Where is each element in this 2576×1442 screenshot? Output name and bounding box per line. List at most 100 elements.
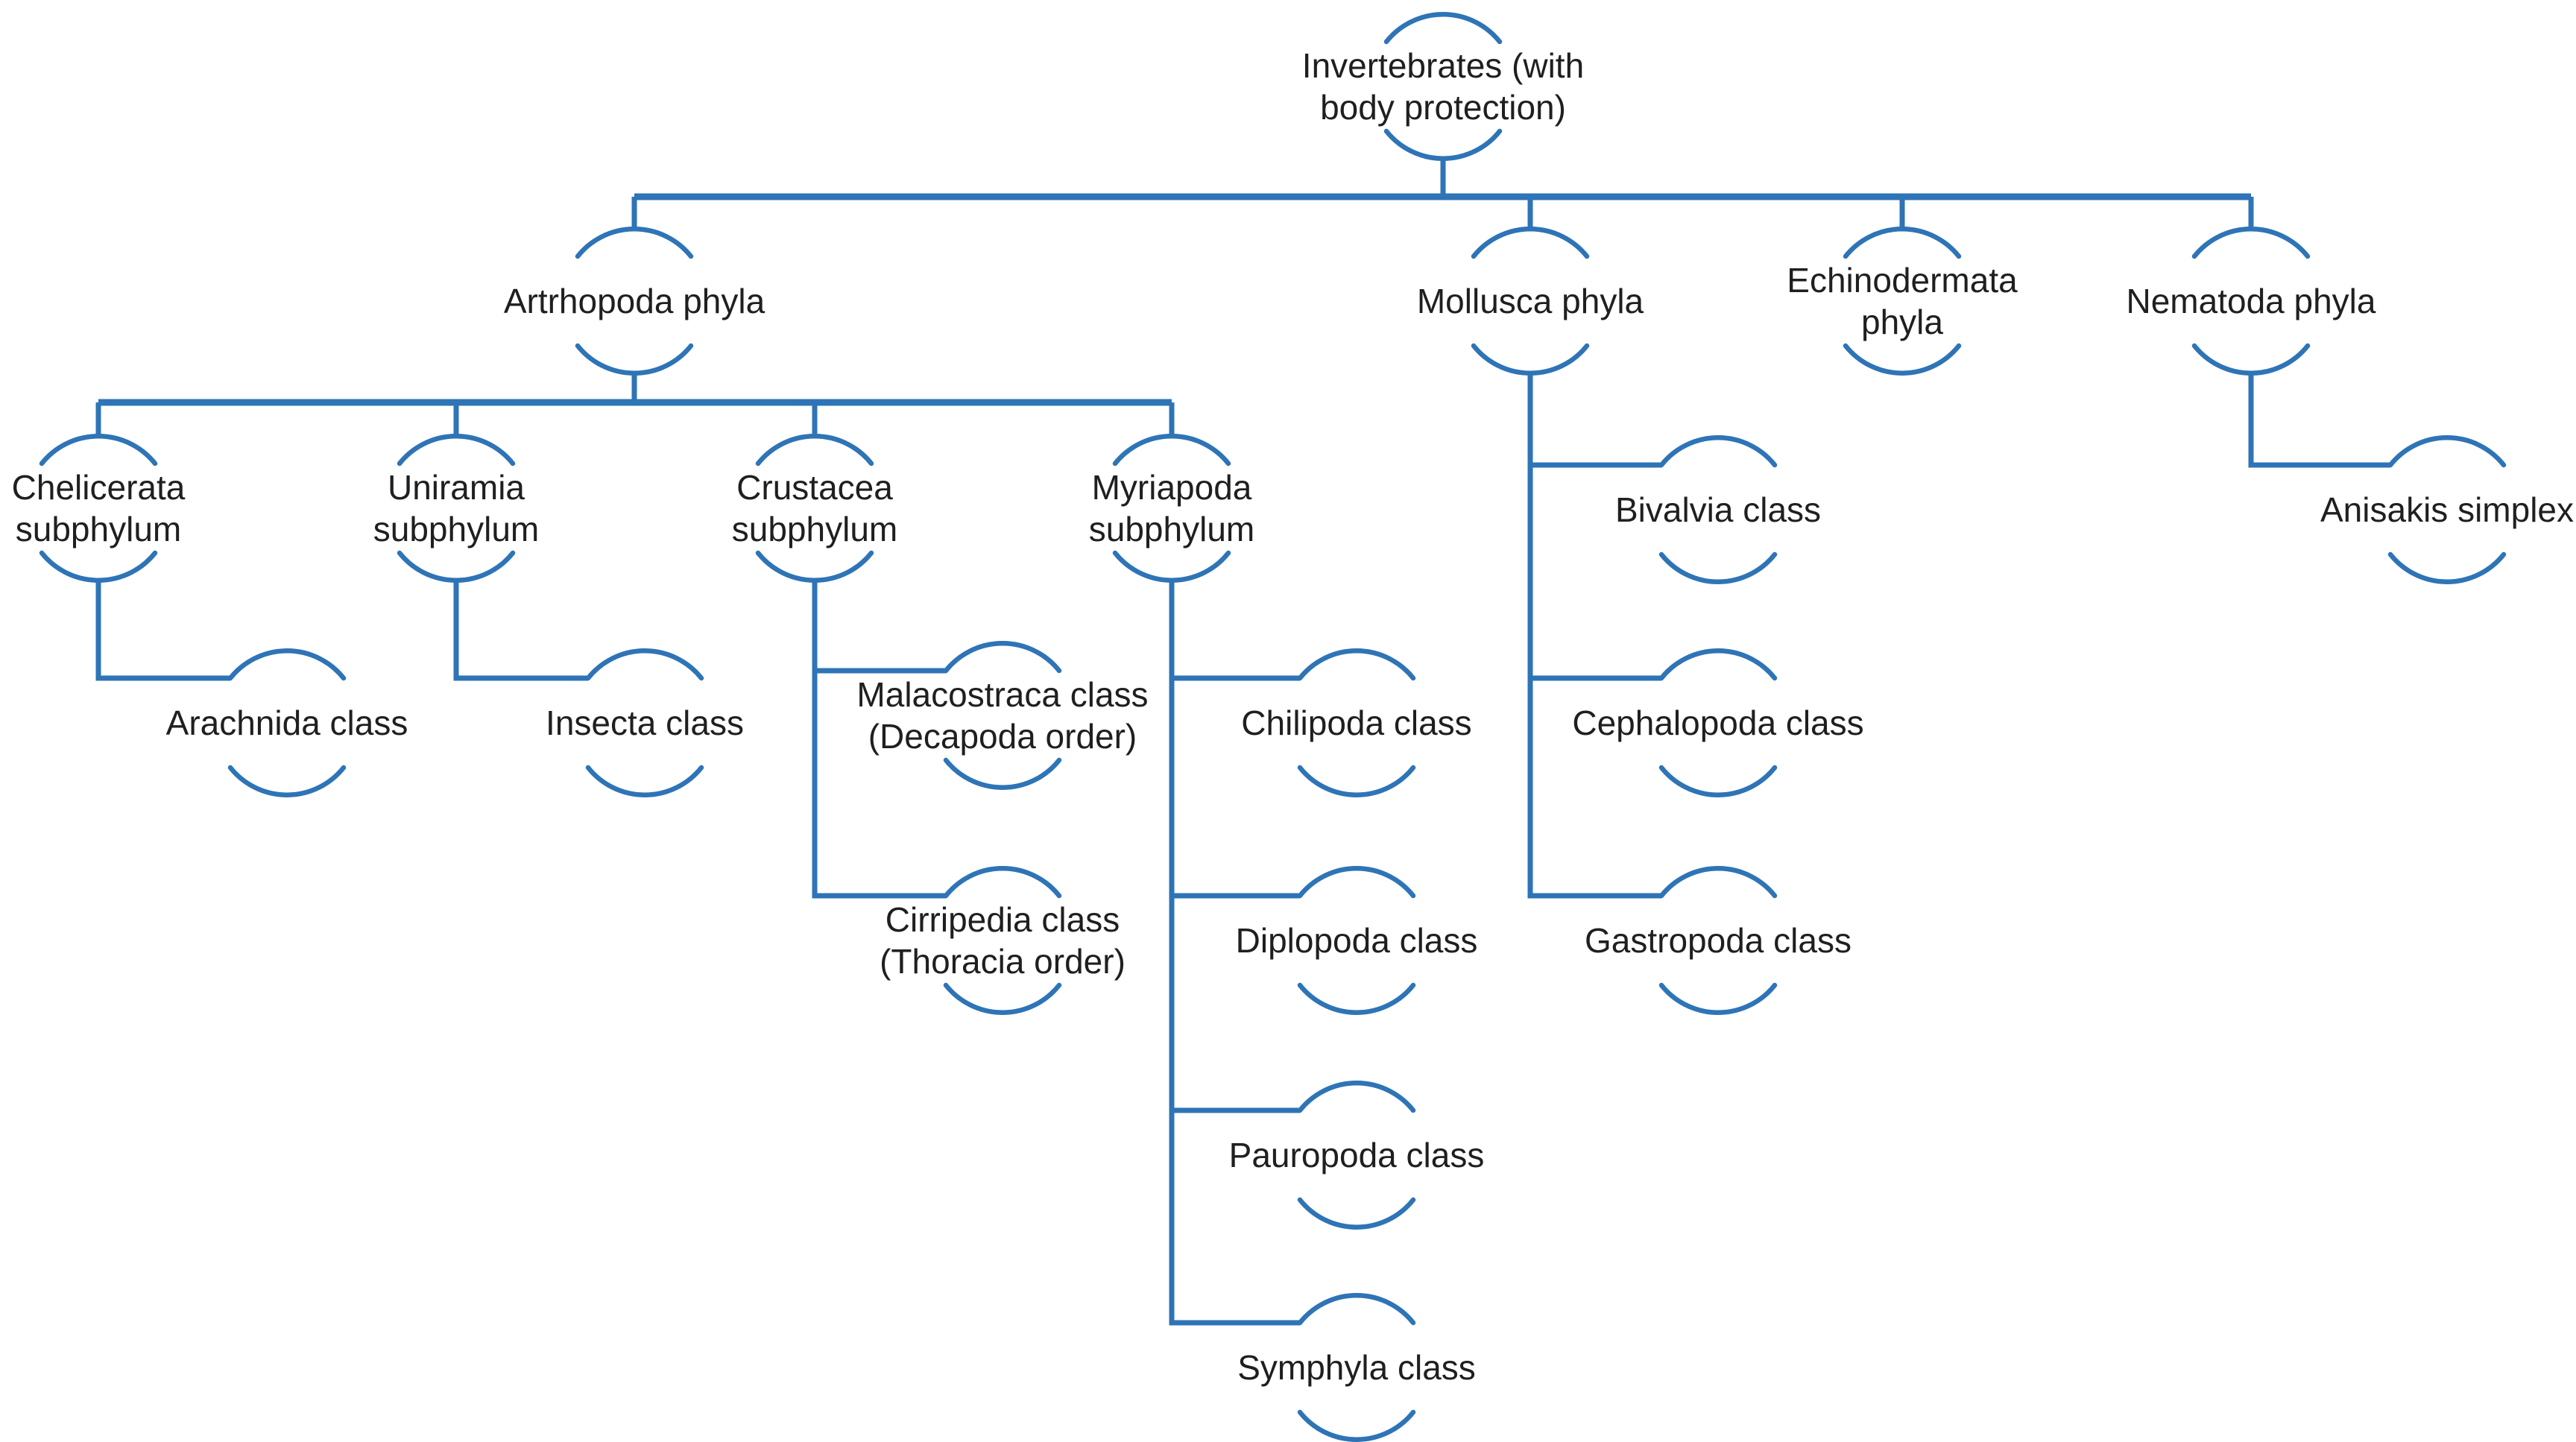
node-gastropoda: Gastropoda class: [1585, 866, 1852, 1015]
node-anisakis: Anisakis simplex: [2320, 435, 2574, 584]
node-label-myriapoda-line2: subphylum: [1089, 510, 1254, 548]
node-label-insecta: Insecta class: [546, 703, 744, 742]
node-label-uniramia-line2: subphylum: [373, 510, 539, 548]
node-top-arc: [1297, 648, 1416, 681]
node-top-arc: [585, 648, 704, 681]
node-mollusca: Mollusca phyla: [1417, 227, 1644, 376]
node-bottom-arc: [943, 982, 1062, 1015]
edge-uniramia-to-insecta: [453, 579, 588, 681]
node-label-artrhopoda: Artrhopoda phyla: [504, 282, 765, 320]
node-label-crustacea-line1: Crustacea: [736, 468, 893, 507]
node-bottom-arc: [39, 550, 158, 583]
node-bottom-arc: [1658, 765, 1778, 797]
edge-nematoda-to-anisakis: [2248, 372, 2390, 468]
node-top-arc: [1297, 1081, 1416, 1113]
node-top-arc: [943, 866, 1062, 899]
node-top-arc: [1297, 1293, 1416, 1326]
node-label-anisakis: Anisakis simplex: [2320, 490, 2574, 529]
node-cephalopoda: Cephalopoda class: [1572, 648, 1864, 797]
node-label-mollusca: Mollusca phyla: [1417, 282, 1644, 320]
node-label-cephalopoda: Cephalopoda class: [1572, 703, 1863, 742]
edge-chelicerata-to-arachnida: [95, 579, 230, 681]
node-bottom-arc: [1471, 343, 1590, 376]
node-bottom-arc: [1658, 982, 1778, 1015]
node-label-malacostraca-line2: (Decapoda order): [868, 717, 1137, 756]
node-label-chilipoda: Chilipoda class: [1241, 703, 1471, 742]
edge-myriapoda-to-chilipoda: [1169, 579, 1300, 681]
node-top-arc: [943, 641, 1062, 674]
node-label-echinodermata-line1: Echinodermata: [1787, 261, 2018, 300]
node-bottom-arc: [397, 550, 516, 583]
node-top-arc: [1658, 866, 1778, 899]
node-top-arc: [1297, 866, 1416, 899]
node-label-symphyla: Symphyla class: [1237, 1348, 1476, 1387]
node-bottom-arc: [227, 765, 347, 797]
node-top-arc: [39, 434, 158, 467]
node-label-arachnida: Arachnida class: [166, 703, 408, 742]
node-label-root-line1: Invertebrates (with: [1302, 46, 1584, 85]
edge-crustacea-to-cirripedia: [812, 671, 946, 899]
node-bottom-arc: [585, 765, 704, 797]
node-label-chelicerata-line2: subphylum: [16, 510, 181, 548]
node-label-cirripedia-line2: (Thoracia order): [880, 942, 1126, 981]
node-label-gastropoda: Gastropoda class: [1585, 921, 1852, 960]
node-bottom-arc: [1658, 551, 1778, 584]
node-bottom-arc: [1112, 550, 1231, 583]
node-artrhopoda: Artrhopoda phyla: [504, 227, 765, 376]
node-label-crustacea-line2: subphylum: [732, 510, 897, 548]
node-top-arc: [1658, 435, 1778, 468]
node-label-chelicerata-line1: Chelicerata: [12, 468, 186, 507]
node-symphyla: Symphyla class: [1237, 1293, 1476, 1442]
node-label-echinodermata-line2: phyla: [1861, 303, 1943, 341]
node-label-uniramia-line1: Uniramia: [388, 468, 525, 507]
node-top-arc: [397, 434, 516, 467]
node-bottom-arc: [1297, 1409, 1416, 1442]
node-top-arc: [755, 434, 874, 467]
node-label-pauropoda: Pauropoda class: [1229, 1136, 1485, 1174]
node-label-diplopoda: Diplopoda class: [1236, 921, 1478, 960]
node-pauropoda: Pauropoda class: [1229, 1081, 1485, 1230]
node-label-root-line2: body protection): [1320, 88, 1566, 127]
node-top-arc: [1658, 648, 1778, 681]
node-bottom-arc: [2191, 343, 2311, 376]
node-top-arc: [1112, 434, 1231, 467]
node-top-arc: [1471, 227, 1590, 259]
node-cirripedia: Cirripedia class(Thoracia order): [880, 866, 1126, 1015]
node-top-arc: [575, 227, 694, 259]
node-bottom-arc: [1297, 982, 1416, 1015]
node-chilipoda: Chilipoda class: [1241, 648, 1472, 797]
node-diplopoda: Diplopoda class: [1236, 866, 1478, 1015]
node-bottom-arc: [943, 757, 1062, 790]
node-insecta: Insecta class: [546, 648, 744, 797]
node-label-cirripedia-line1: Cirripedia class: [886, 900, 1120, 939]
node-label-bivalvia: Bivalvia class: [1615, 490, 1821, 529]
node-bivalvia: Bivalvia class: [1615, 435, 1821, 584]
node-label-malacostraca-line1: Malacostraca class: [856, 675, 1148, 714]
node-top-arc: [2191, 227, 2311, 259]
node-bottom-arc: [1297, 1197, 1416, 1230]
node-label-myriapoda-line1: Myriapoda: [1092, 468, 1252, 507]
node-nematoda: Nematoda phyla: [2127, 227, 2376, 376]
node-top-arc: [1383, 12, 1503, 45]
node-top-arc: [227, 648, 347, 681]
node-bottom-arc: [575, 343, 694, 376]
node-malacostraca: Malacostraca class(Decapoda order): [856, 641, 1149, 790]
node-bottom-arc: [1383, 128, 1503, 161]
node-bottom-arc: [1843, 343, 1962, 376]
node-label-nematoda: Nematoda phyla: [2127, 282, 2376, 320]
node-bottom-arc: [755, 550, 874, 583]
edge-myriapoda-to-symphyla: [1169, 1110, 1300, 1326]
edge-mollusca-to-bivalvia: [1527, 372, 1661, 468]
node-arachnida: Arachnida class: [166, 648, 408, 797]
node-bottom-arc: [2387, 551, 2507, 584]
edge-mollusca-to-gastropoda: [1527, 678, 1661, 899]
edge-crustacea-to-malacostraca: [812, 579, 946, 674]
